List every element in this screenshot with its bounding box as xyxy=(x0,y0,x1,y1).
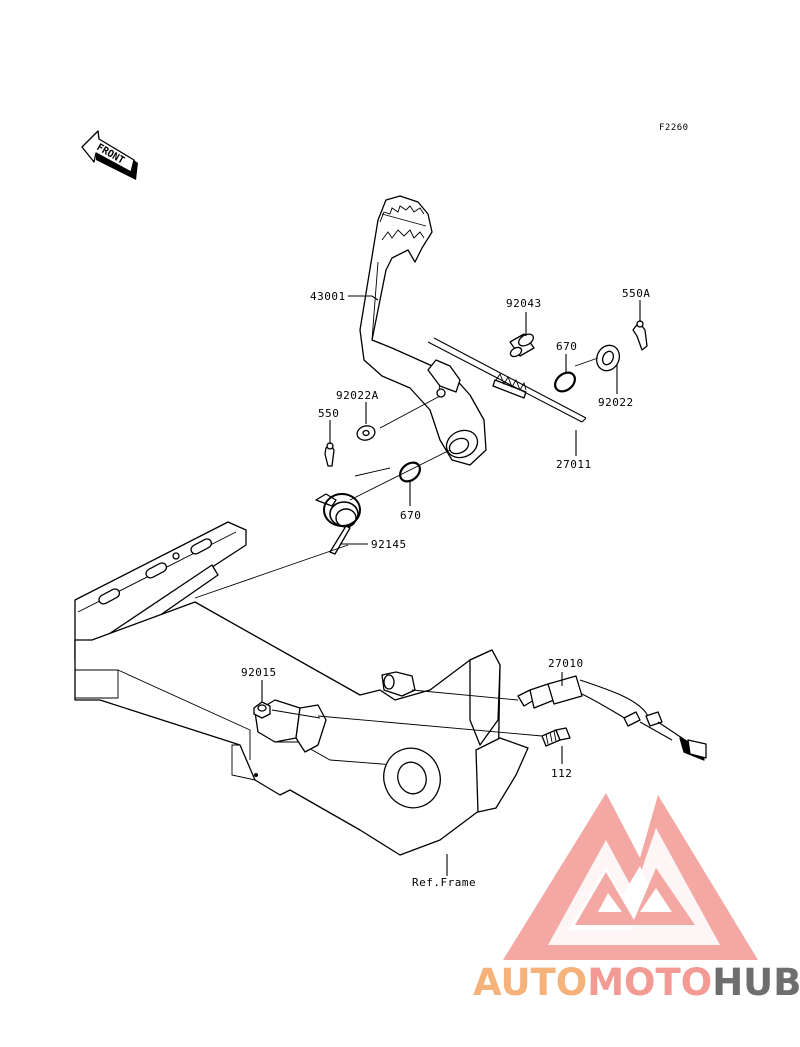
watermark-text: AUTOMOTOHUB xyxy=(473,961,800,1004)
label-43001: 43001 xyxy=(310,290,346,303)
watermark-part2: MOTO xyxy=(587,961,712,1004)
watermark-logo xyxy=(503,793,758,960)
o-ring-670-lower[interactable] xyxy=(396,459,423,485)
watermark-part1: AUTO xyxy=(473,961,587,1004)
label-92022A: 92022A xyxy=(336,389,379,402)
front-arrow-icon: FRONT xyxy=(81,130,138,180)
svg-text:AUTOMOTOHUB: AUTOMOTOHUB xyxy=(473,961,800,1004)
label-92015: 92015 xyxy=(241,666,277,679)
label-112: 112 xyxy=(551,767,572,780)
watermark-part3: HUB xyxy=(712,961,800,1004)
return-spring-92145[interactable] xyxy=(315,493,361,555)
frame-drawing xyxy=(74,521,529,856)
figure-code: F2260 xyxy=(659,123,689,133)
label-670-upper: 670 xyxy=(556,340,577,353)
brake-pedal[interactable] xyxy=(359,195,487,466)
rod-27011[interactable] xyxy=(427,337,587,423)
label-550: 550 xyxy=(318,407,339,420)
leader-lines xyxy=(194,295,641,876)
label-670-lower: 670 xyxy=(400,509,421,522)
pin-92043[interactable] xyxy=(509,332,536,359)
washer-92022A[interactable] xyxy=(355,424,376,442)
label-92145: 92145 xyxy=(371,538,407,551)
switch-27010[interactable] xyxy=(517,675,707,761)
cotter-pin-550A[interactable] xyxy=(632,320,648,351)
cotter-pin-550[interactable] xyxy=(324,442,335,467)
label-92043: 92043 xyxy=(506,297,542,310)
label-27010: 27010 xyxy=(548,657,584,670)
label-550A: 550A xyxy=(622,287,651,300)
label-27011: 27011 xyxy=(556,458,592,471)
label-92022: 92022 xyxy=(598,396,634,409)
bolt-112[interactable] xyxy=(541,727,571,747)
washer-92022[interactable] xyxy=(593,342,624,375)
reference-frame-label: Ref.Frame xyxy=(412,876,476,889)
o-ring-670-upper[interactable] xyxy=(551,369,578,395)
